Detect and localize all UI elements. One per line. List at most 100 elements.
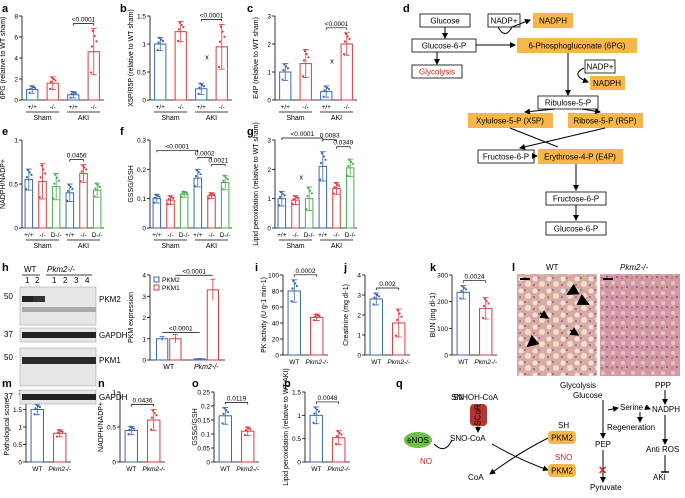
y-tick-label: 0 [357, 353, 361, 360]
y-tick-label: 0.2 [201, 404, 210, 411]
p-value: 0.0436 [133, 398, 153, 405]
data-point [245, 426, 248, 429]
panel-label-b: b [120, 3, 127, 15]
data-point [131, 426, 134, 429]
data-point [317, 410, 321, 413]
chart-e: 00.51NADPH/NADP++/+-/-D-/-+/+-/-D-/-Sham… [0, 138, 104, 250]
q-coa: CoA [468, 473, 484, 482]
x-tick-label: WT [311, 466, 321, 473]
svg-text:✕: ✕ [598, 465, 607, 477]
y-axis-label: 6PG (relative to WT sham) [0, 17, 7, 100]
y-tick-label: 1 [357, 333, 361, 340]
data-point [180, 195, 183, 199]
data-point [322, 95, 325, 98]
y-tick-label: 0 [206, 460, 210, 467]
data-point [372, 303, 375, 306]
nadph-highlight [533, 13, 573, 28]
data-point [54, 173, 57, 176]
band [22, 307, 96, 312]
data-point [151, 409, 154, 412]
data-point [319, 162, 323, 165]
data-point [308, 189, 312, 192]
data-point [278, 195, 282, 199]
data-point [158, 36, 161, 40]
histology-ko-label: Pkm2-/- [620, 263, 648, 272]
q-scor: SCoR [474, 404, 483, 426]
data-point [346, 174, 349, 177]
lane-6: 4 [85, 276, 90, 285]
data-point [73, 91, 76, 94]
y-tick-label: 0.5 [137, 70, 146, 77]
data-point [305, 53, 308, 56]
nadp-plus-label-2: NADP+ [587, 63, 614, 72]
data-point [294, 282, 297, 285]
data-point [249, 428, 252, 431]
data-point [185, 191, 188, 195]
data-point [207, 197, 210, 200]
chart-f: 00.10.20.3GSSG/GSH+/+-/-D-/-+/+-/-D-/-Sh… [128, 138, 232, 250]
data-point [155, 414, 158, 417]
pg6-label: 6-Phosphogluconate (6PG) [529, 42, 626, 51]
y-tick-label: 0.1 [201, 432, 210, 439]
mw-50: 50 [4, 292, 13, 301]
data-point [180, 23, 183, 26]
p-value: <0.0001 [72, 17, 96, 24]
x-tick-label: -/- [39, 232, 45, 239]
y-axis-label: X5P/R5P (relative to WT sham) [128, 9, 135, 106]
x-tick-label: D-/- [51, 232, 62, 239]
data-point [29, 87, 32, 90]
data-point [324, 85, 327, 88]
data-point [322, 155, 325, 158]
data-point [40, 164, 43, 167]
legend-swatch [153, 284, 160, 291]
q-pkm2-bottom: PKM2 [551, 467, 573, 476]
data-point [342, 52, 346, 56]
data-point [177, 28, 181, 31]
data-point [334, 442, 338, 446]
bar [207, 195, 216, 229]
data-point [30, 85, 33, 88]
data-point [243, 433, 247, 437]
legend-label: PKM2 [162, 277, 180, 284]
data-point [283, 194, 286, 197]
data-point [291, 287, 294, 290]
data-point [377, 295, 381, 298]
data-point [292, 198, 295, 201]
group-label: AKI [331, 243, 342, 250]
lane-5: 3 [74, 276, 79, 285]
y-tick-label: 0.5 [13, 442, 22, 449]
data-point [338, 431, 341, 435]
data-point [61, 430, 64, 433]
x-tick-label: D-/- [179, 232, 190, 239]
data-point [303, 49, 306, 53]
x-tick-label: -/- [219, 104, 225, 111]
blot-wt-label: WT [24, 265, 37, 274]
panel-label-h: h [2, 262, 9, 274]
p-value: <0.0001 [169, 326, 193, 333]
q-scor-node [470, 404, 487, 426]
data-point [153, 411, 156, 415]
mw-37-b: 37 [4, 392, 13, 401]
data-point [463, 286, 466, 289]
band [22, 357, 96, 364]
data-point [166, 202, 169, 206]
x5p-label: Xylulose-5-P (X5P) [476, 117, 544, 126]
q-ppp: PPP [655, 381, 671, 390]
data-point [195, 169, 199, 172]
q-anti-ros: Anti ROS [646, 445, 679, 454]
y-tick-label: 1 [14, 138, 18, 145]
data-point [90, 45, 94, 48]
data-point [374, 292, 377, 295]
data-point [487, 302, 490, 305]
data-point [71, 187, 74, 190]
data-point [93, 35, 96, 38]
y-tick-label: 0 [14, 226, 18, 233]
histology-ko [600, 274, 680, 376]
lane-1: 1 [25, 276, 30, 285]
x-tick-label: +/+ [156, 104, 166, 111]
x-tick-label: D-/- [304, 232, 315, 239]
y-axis-label: E4P (relative to WT sham) [253, 17, 260, 99]
